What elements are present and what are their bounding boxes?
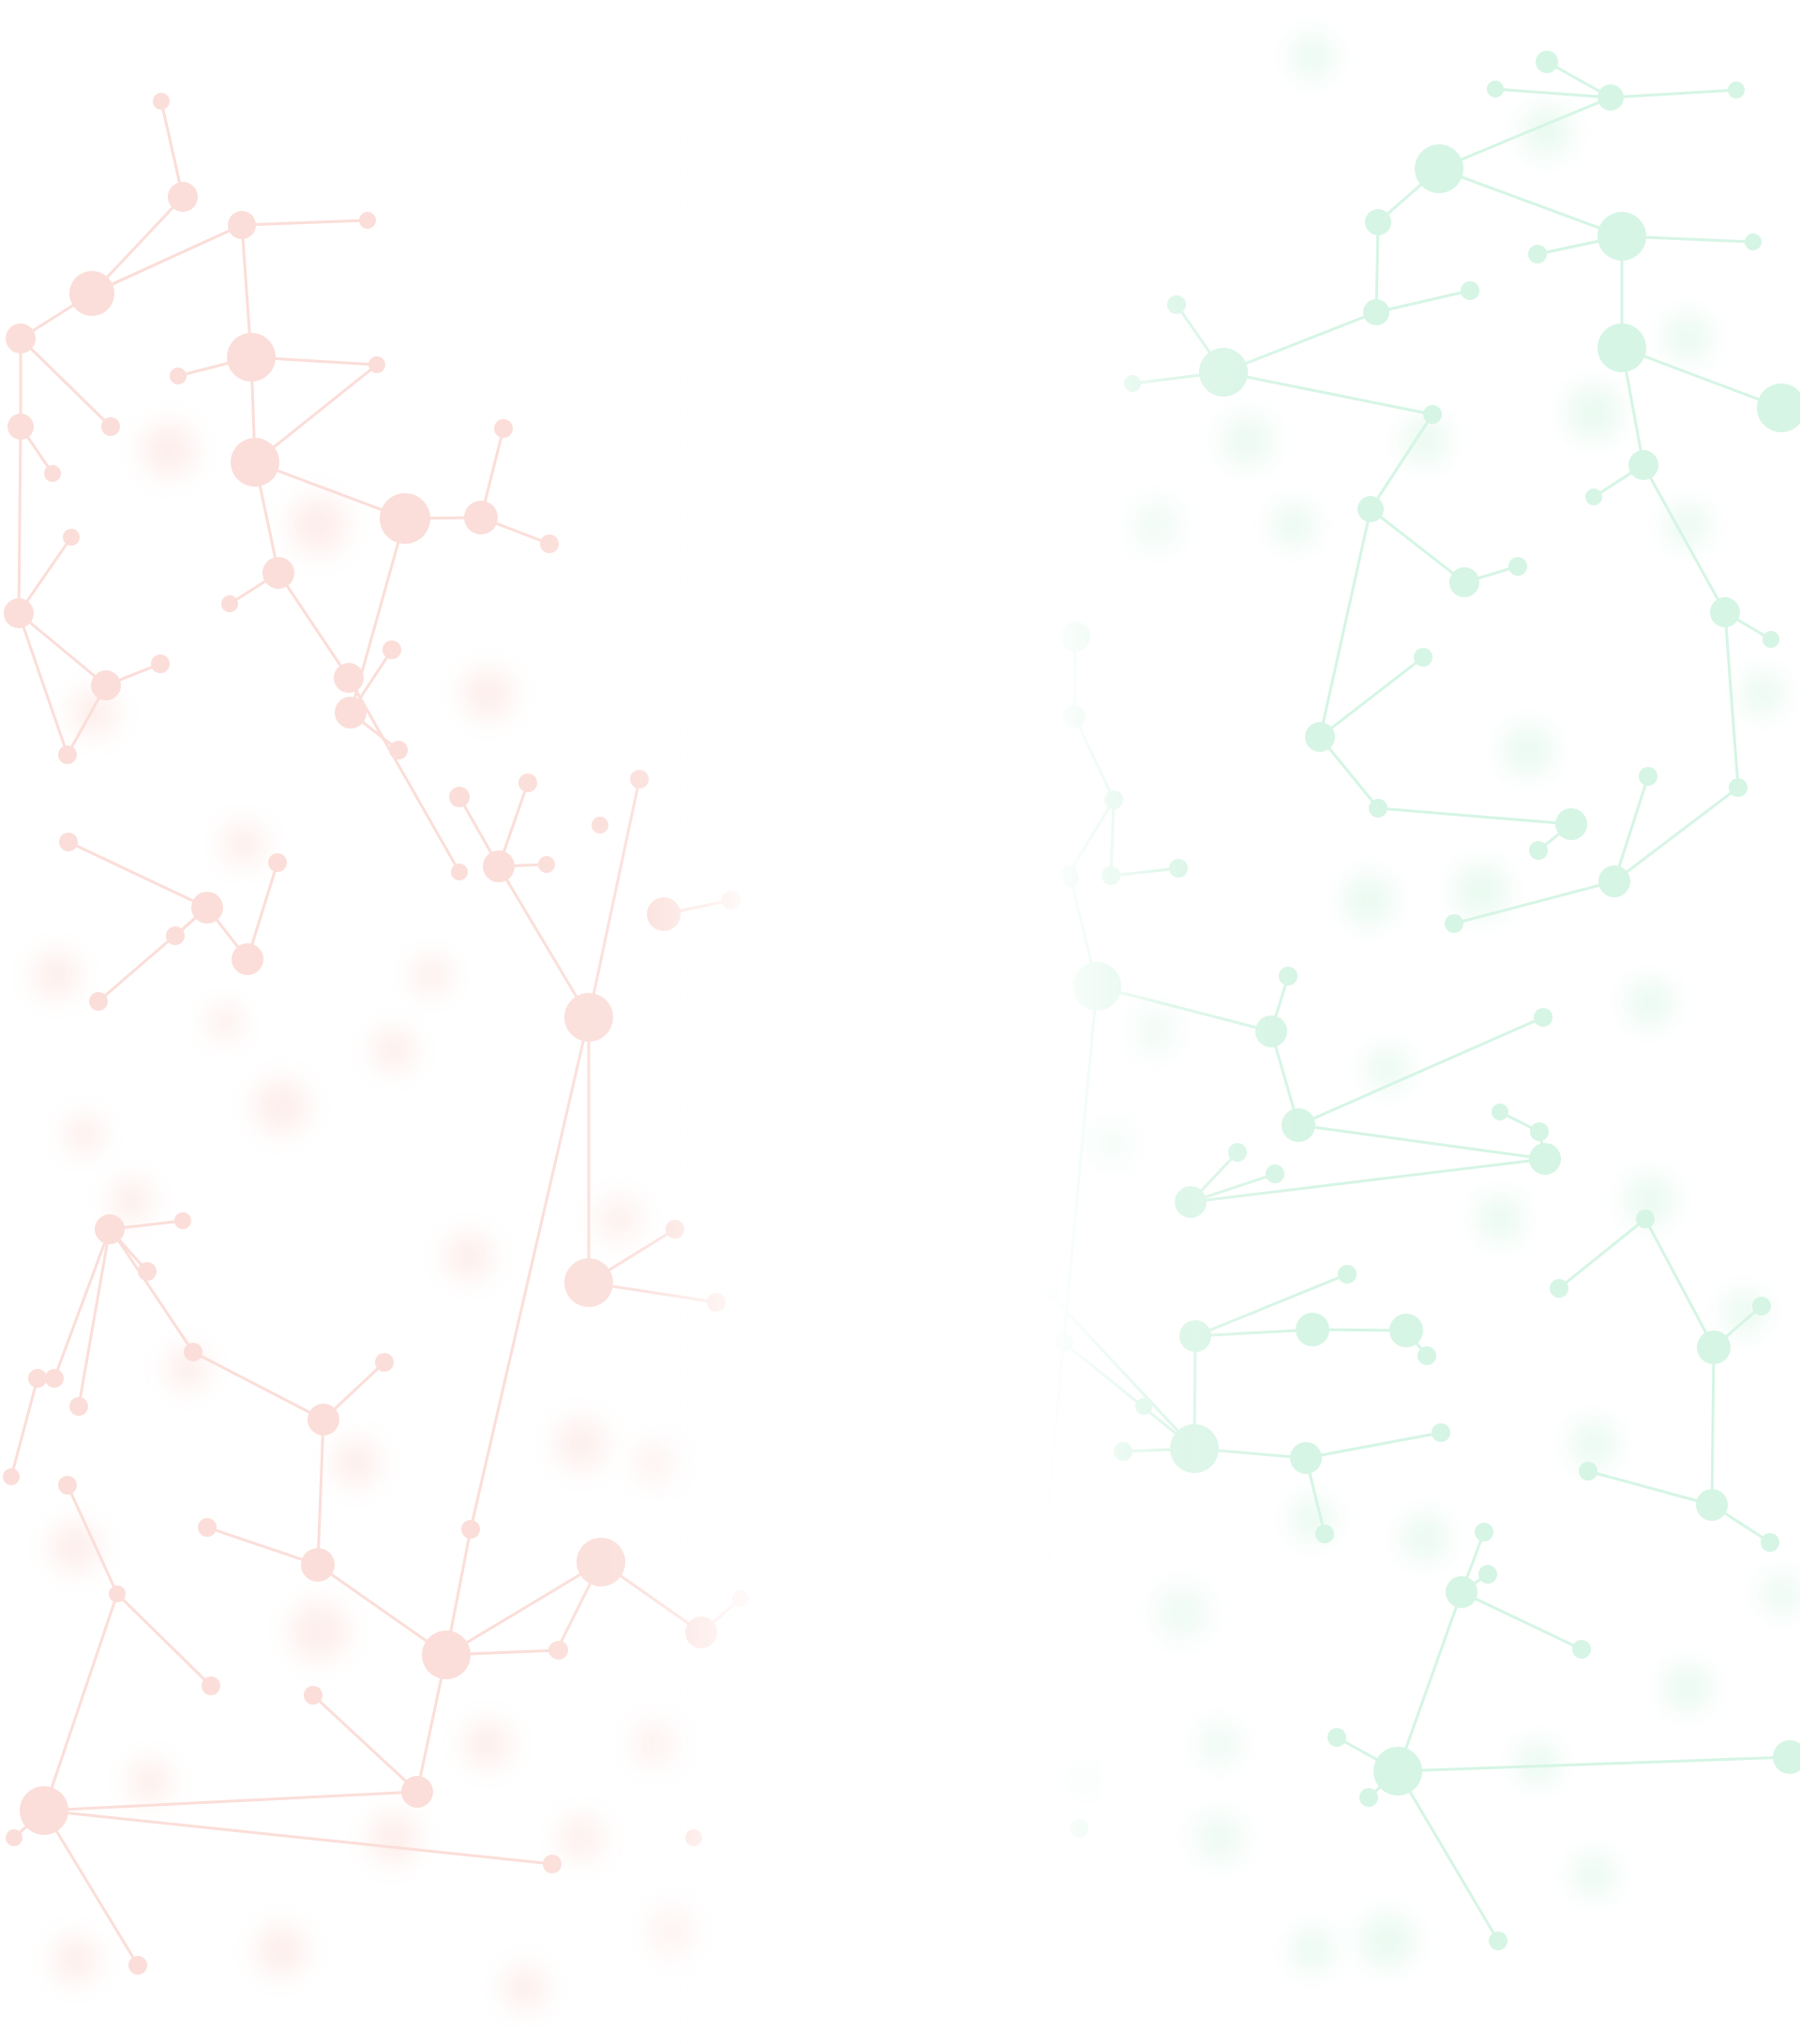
- atom-nodes: [1023, 51, 1800, 1950]
